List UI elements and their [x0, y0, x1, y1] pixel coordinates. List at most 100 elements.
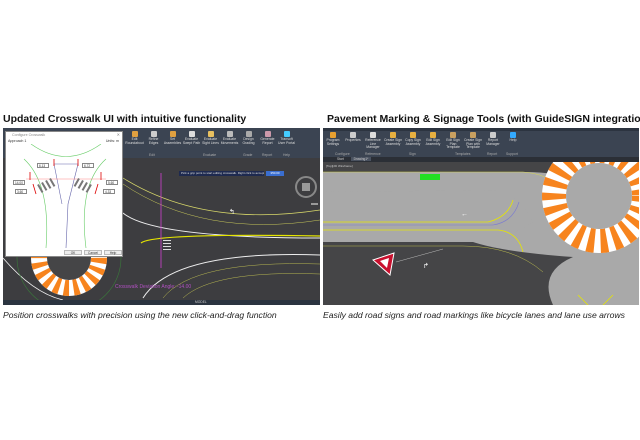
viewport-label[interactable]: [Top][2D Wireframe]	[326, 164, 353, 168]
ribbon-button-label: Create Sign Assembly	[384, 138, 402, 146]
viewcube-icon[interactable]	[295, 176, 317, 198]
ribbon-tool-icon	[150, 131, 157, 137]
cancel-button[interactable]: Cancel	[84, 250, 102, 255]
ribbon-button-evaluate-sight-lines[interactable]: Evaluate Sight Lines	[201, 131, 220, 145]
ribbon-button-label: Reference Line Manager	[365, 138, 381, 150]
left-caption: Position crosswalks with precision using…	[3, 310, 277, 320]
ribbon-button-evaluate-movements[interactable]: Evaluate Movements	[220, 131, 239, 145]
ribbon-button-refine-edges[interactable]: Refine Edges	[144, 131, 163, 145]
dimension-input-4[interactable]: 5.60	[106, 180, 118, 185]
roundabout	[542, 162, 639, 253]
ribbon-tool-icon	[207, 131, 214, 137]
lane-arrow-turn: ↱	[423, 262, 429, 270]
ribbon-tool-icon	[169, 131, 176, 137]
ribbon-group-edit: Edit	[149, 153, 155, 157]
ribbon-group-evaluate: Evaluate	[203, 153, 217, 157]
ribbon-button-label: Evaluate Sight Lines	[202, 137, 219, 145]
right-screenshot: Program Settings Properties Reference Line…	[323, 128, 639, 305]
ribbon-button-edit-sign-plan-template[interactable]: Edit Sign Plan Template	[443, 132, 463, 150]
ribbon-tool-icon	[470, 132, 476, 138]
left-screenshot: Edit Roundabout Refine Edges Set Assemblie…	[3, 128, 320, 305]
ribbon-button-label: Edit Sign Assembly	[425, 138, 441, 146]
ribbon-button-transoft-user-portal[interactable]: Transoft User Portal	[277, 131, 296, 145]
configure-crosswalk-dialog: Configure Crosswalk ✕ Approach 1 Units: …	[5, 131, 123, 257]
ribbon-button-help[interactable]: Help	[503, 132, 523, 143]
ribbon-button-label: Refine Edges	[148, 137, 159, 145]
ribbon-button-label: Evaluate Swept Path	[182, 137, 201, 145]
ribbon-button-label: Generate Report	[260, 137, 275, 145]
ribbon-tool-icon	[131, 131, 138, 137]
ribbon-button-create-sign-plan-with-template[interactable]: Create Sign Plan with Template	[463, 132, 483, 150]
ribbon-group-sign: Sign	[409, 152, 416, 156]
tab-drawing1[interactable]: Drawing1*	[350, 157, 372, 161]
ribbon-tool-icon	[410, 132, 416, 138]
model-tab[interactable]: MODEL	[195, 300, 207, 304]
ribbon-button-set-assemblies[interactable]: Set Assemblies	[163, 131, 182, 145]
dimension-input-1[interactable]: 6.13	[37, 163, 49, 168]
deviation-angle-label: Crosswalk Deviation Angle: -14.00	[115, 284, 192, 290]
right-ribbon: Program Settings Properties Reference Line…	[323, 128, 639, 157]
ribbon-group-report: Report	[262, 153, 273, 157]
ribbon-button-edit-sign-assembly[interactable]: Edit Sign Assembly	[423, 132, 443, 146]
ribbon-button-properties[interactable]: Properties	[343, 132, 363, 143]
ribbon-button-label: Transoft User Portal	[278, 137, 295, 145]
ribbon-button-reference-line-manager[interactable]: Reference Line Manager	[363, 132, 383, 150]
lane-arrow-left: ←	[461, 211, 468, 218]
ribbon-tool-icon	[283, 131, 290, 137]
ok-button[interactable]: OK	[64, 250, 82, 255]
ribbon-button-label: Properties	[345, 138, 361, 142]
bike-lane-marking[interactable]	[420, 174, 440, 180]
ribbon-tool-icon	[226, 131, 233, 137]
dimension-input-3[interactable]: 14.00	[13, 180, 25, 185]
ribbon-tool-icon	[450, 132, 456, 138]
ribbon-group-templates: Templates	[455, 152, 471, 156]
ribbon-tool-icon	[430, 132, 436, 138]
ribbon-button-program-settings[interactable]: Program Settings	[323, 132, 343, 146]
ribbon-button-design-grading[interactable]: Design Grading	[239, 131, 258, 145]
tab-start[interactable]: Start	[337, 157, 344, 161]
ribbon-tool-icon	[370, 132, 376, 138]
ribbon-group-grade: Grade	[243, 153, 253, 157]
left-title: Updated Crosswalk UI with intuitive func…	[3, 113, 247, 125]
ribbon-button-label: Program Settings	[326, 138, 340, 146]
approach-select[interactable]: Approach 1	[8, 139, 27, 143]
prompt-input[interactable]: 350.00	[266, 171, 284, 176]
ribbon-button-label: Create Sign Plan with Template	[464, 138, 482, 150]
dimension-input-5[interactable]: 3.60	[15, 189, 27, 194]
command-prompt: Pick a grip point to start editing cross…	[179, 171, 264, 176]
dimension-input-2[interactable]: 6.72	[82, 163, 94, 168]
ribbon-group-reference: Reference	[365, 152, 381, 156]
ribbon-tool-icon	[330, 132, 336, 138]
ribbon-tool-icon	[188, 131, 195, 137]
ribbon-button-edit-roundabout[interactable]: Edit Roundabout	[125, 131, 144, 145]
ribbon-button-create-sign-assembly[interactable]: Create Sign Assembly	[383, 132, 403, 146]
ribbon-group-report: Report	[487, 152, 498, 156]
file-tabs: Start Drawing1*	[323, 157, 639, 162]
help-button[interactable]: Help	[104, 250, 122, 255]
ribbon-button-label: Copy Sign Assembly	[405, 138, 421, 146]
right-caption: Easily add road signs and road markings …	[323, 310, 625, 320]
ribbon-tool-icon	[490, 132, 496, 138]
right-drawing-canvas[interactable]: ← ↱	[323, 162, 639, 305]
ribbon-button-label: Design Grading	[242, 137, 255, 145]
lane-arrow-icon: ↰	[229, 208, 235, 216]
right-title: Pavement Marking & Signage Tools (with G…	[327, 113, 640, 125]
ribbon-button-label: Evaluate Movements	[220, 137, 239, 145]
ribbon-button-label: Set Assemblies	[163, 137, 182, 145]
ribbon-button-evaluate-swept-path[interactable]: Evaluate Swept Path	[182, 131, 201, 145]
dialog-title: Configure Crosswalk	[12, 133, 46, 137]
ribbon-button-label: Edit Roundabout	[125, 137, 144, 145]
ribbon-button-generate-report[interactable]: Generate Report	[258, 131, 277, 145]
dimension-input-6[interactable]: 4.33	[103, 189, 115, 194]
close-icon[interactable]: ✕	[116, 132, 120, 137]
ribbon-button-label: Help	[509, 138, 517, 142]
units-label: Units: m	[105, 139, 119, 143]
crosswalk-preview	[23, 144, 107, 248]
ribbon-group-support: Support	[506, 152, 518, 156]
ribbon-button-copy-sign-assembly[interactable]: Copy Sign Assembly	[403, 132, 423, 146]
ribbon-button-report-manager[interactable]: Report Manager	[483, 132, 503, 146]
ribbon-tool-icon	[264, 131, 271, 137]
status-bar: MODEL	[3, 300, 320, 305]
yield-sign[interactable]	[372, 252, 395, 276]
ribbon-group-help: Help	[283, 153, 290, 157]
